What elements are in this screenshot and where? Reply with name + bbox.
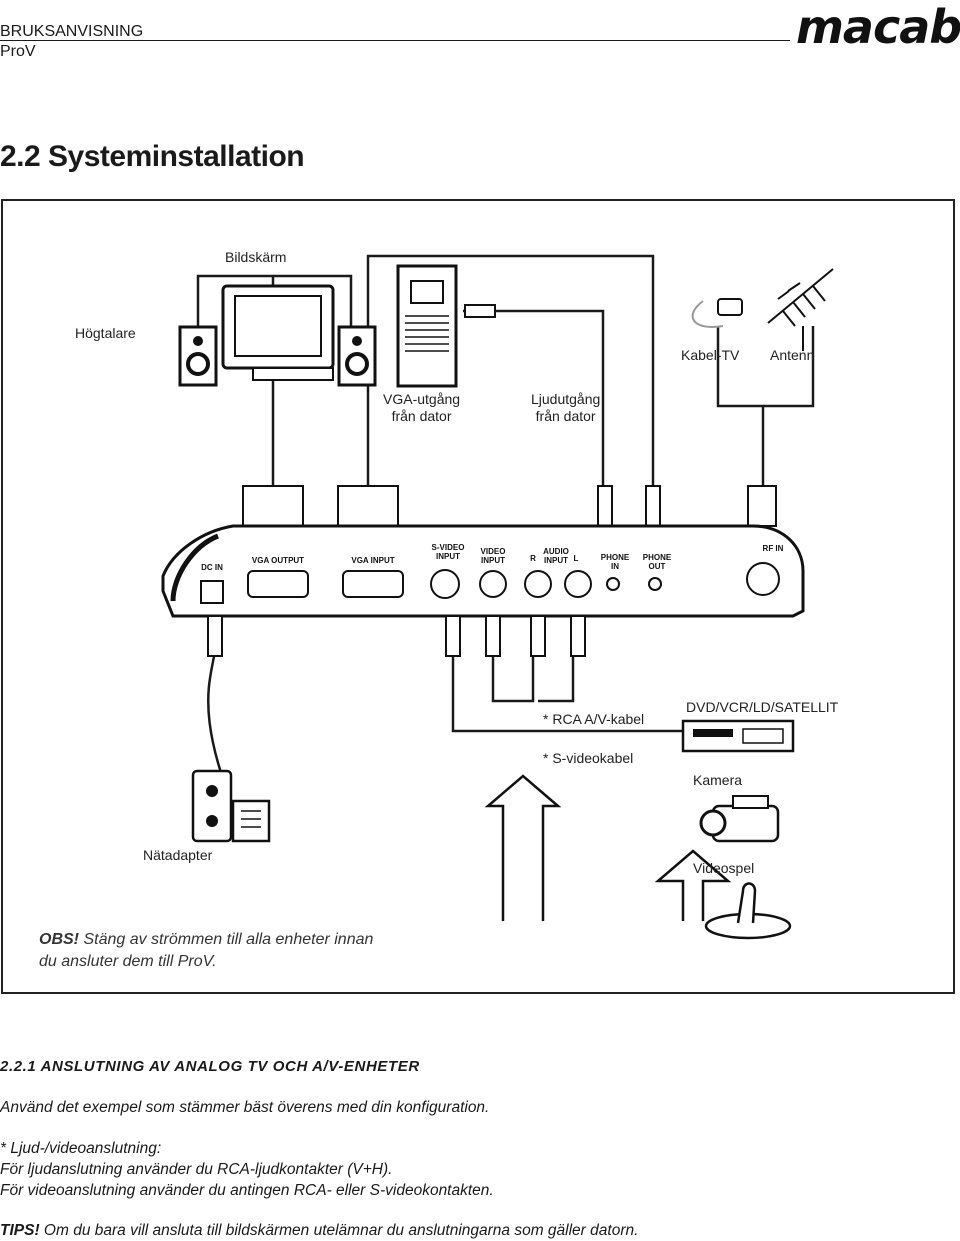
label-monitor: Bildskärm (225, 249, 287, 265)
camera-icon (699, 795, 780, 843)
label-camera: Kamera (693, 772, 743, 788)
label-power-adapter: Nätadapter (143, 847, 213, 863)
rf-in-port (746, 562, 780, 596)
port-label-phone-out-2: OUT (649, 562, 666, 571)
vga-input-port (342, 570, 404, 598)
dvd-player-icon (681, 719, 795, 753)
system-diagram: DC IN VGA OUTPUT VGA INPUT S-VIDEO INPUT… (1, 199, 955, 994)
antenna-icon (767, 268, 834, 351)
dc-in-port (200, 580, 224, 604)
port-label-rf-in: RF IN (763, 544, 784, 553)
label-rca-cable: * RCA A/V-kabel (543, 711, 645, 727)
audio-plug-icon (464, 304, 496, 318)
brand-logo: macab (796, 0, 960, 54)
note-block: * Ljud-/videoanslutning: För ljudanslutn… (0, 1138, 494, 1201)
note-line-2: För ljudanslutning använder du RCA-ljudk… (0, 1161, 393, 1178)
header-rule (0, 40, 790, 41)
vga-output-port (247, 570, 309, 598)
port-label-svideo-1: S-VIDEO (432, 543, 465, 552)
power-adapter-icon (231, 799, 271, 843)
label-audio-output-computer: Ljudutgång från dator (531, 391, 600, 425)
port-label-audio-r: R (530, 554, 536, 563)
doc-type-label: BRUKSANVISNING (0, 23, 144, 40)
port-label-audio-l: L (574, 554, 579, 563)
note-line-3: För videoanslutning använder du antingen… (0, 1182, 494, 1199)
port-label-phone-in-1: PHONE (601, 553, 630, 562)
label-cable-tv: Kabel-TV (681, 347, 740, 363)
document-header: BRUKSANVISNING ProV (0, 22, 143, 62)
port-label-vga-input: VGA INPUT (351, 556, 394, 565)
prov-device-body (161, 524, 805, 618)
port-label-audio-1: AUDIO (543, 547, 569, 556)
diagram-drawing: DC IN VGA OUTPUT VGA INPUT S-VIDEO INPUT… (161, 254, 834, 940)
label-vga-output-computer: VGA-utgång från dator (383, 391, 460, 425)
cable-tv-connector-icon (691, 298, 743, 328)
port-label-video-2: INPUT (481, 556, 505, 565)
port-label-video-1: VIDEO (481, 547, 506, 556)
port-label-vga-output: VGA OUTPUT (252, 556, 304, 565)
paragraph-intro: Använd det exempel som stämmer bäst över… (0, 1099, 490, 1116)
phone-in-port (606, 577, 620, 591)
wall-outlet-icon (191, 769, 233, 843)
arrows (484, 774, 732, 921)
obs-line-2: du ansluter dem till ProV. (39, 953, 217, 970)
port-label-phone-out-1: PHONE (643, 553, 672, 562)
section-heading: 2.2.1 ANSLUTNING AV ANALOG TV OCH A/V-EN… (0, 1058, 420, 1075)
video-input-port (479, 570, 507, 598)
label-audio-line-2: från dator (535, 408, 596, 424)
phone-out-port (648, 577, 662, 591)
label-audio-line-1: Ljudutgång (531, 391, 601, 407)
label-game: Videospel (693, 860, 755, 876)
port-label-dc-in: DC IN (201, 563, 223, 572)
audio-r-port (524, 570, 552, 598)
svideo-port (430, 569, 460, 599)
speaker-right-icon (337, 325, 377, 387)
audio-l-port (564, 570, 592, 598)
page-title: 2.2 Systeminstallation (0, 140, 305, 173)
computer-tower-icon (396, 264, 458, 388)
port-label-svideo-2: INPUT (436, 552, 460, 561)
label-antenna: Antenn (770, 347, 815, 363)
speaker-left-icon (178, 325, 218, 387)
obs-line-1: Stäng av strömmen till alla enheter inna… (79, 931, 374, 948)
label-svideo-cable: * S-videokabel (543, 750, 634, 766)
label-vga-line-2: från dator (391, 408, 452, 424)
obs-note: OBS! Stäng av strömmen till alla enheter… (39, 929, 373, 973)
tips-bold: TIPS! (0, 1222, 40, 1239)
label-dvd: DVD/VCR/LD/SATELLIT (686, 699, 839, 715)
label-vga-line-1: VGA-utgång (383, 391, 461, 407)
joystick-icon (704, 882, 792, 940)
tips-text: Om du bara vill ansluta till bildskärmen… (39, 1222, 639, 1239)
port-label-phone-in-2: IN (611, 562, 619, 571)
label-speakers: Högtalare (75, 325, 136, 341)
tips-paragraph: TIPS! Om du bara vill ansluta till bilds… (0, 1220, 638, 1241)
product-name: ProV (0, 43, 36, 60)
monitor-icon (221, 284, 335, 381)
port-label-audio-2: INPUT (544, 556, 568, 565)
obs-bold: OBS! (39, 931, 79, 948)
note-line-1: * Ljud-/videoanslutning: (0, 1140, 162, 1157)
